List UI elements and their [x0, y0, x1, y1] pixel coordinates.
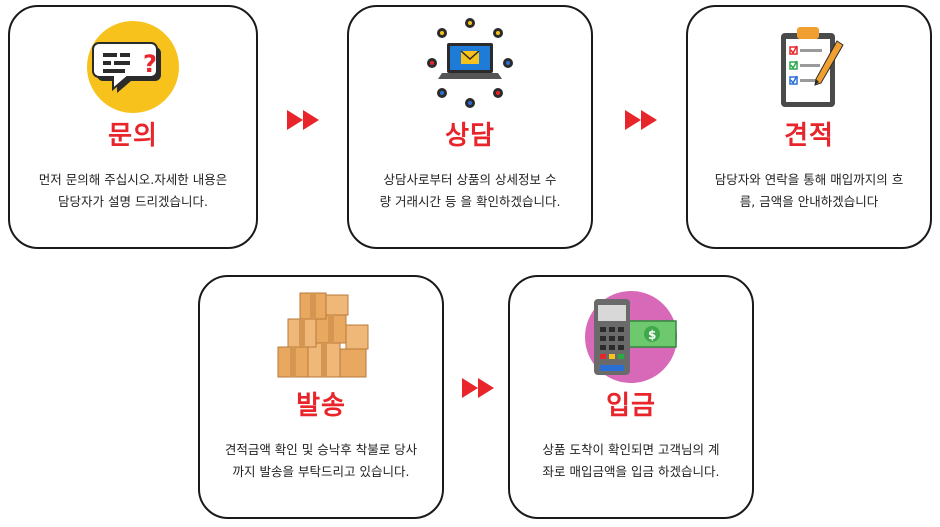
step-desc-line1: 상담사로부터 상품의 상세정보 수 — [383, 172, 557, 187]
step-card-deposit: $ 입금 상품 도착이 확인되면 고객님의 계 좌로 매입금액을 입금 하겠습니… — [508, 275, 754, 519]
step-title: 입금 — [606, 391, 656, 421]
step-desc-line2: 름, 금액을 안내하겠습니다 — [739, 194, 879, 209]
step-desc-line1: 상품 도착이 확인되면 고객님의 계 — [542, 442, 720, 457]
step-card-consultation: 상담 상담사로부터 상품의 상세정보 수 량 거래시간 등 을 확인하겠습니다. — [347, 5, 593, 249]
svg-text:$: $ — [648, 328, 656, 342]
step-desc-line2: 좌로 매입금액을 입금 하겠습니다. — [542, 464, 720, 479]
step-title: 발송 — [296, 391, 346, 421]
step-desc-line2: 담당자가 설명 드리겠습니다. — [58, 194, 208, 209]
payment-terminal-icon: $ — [576, 287, 686, 387]
step-desc-line1: 견적금액 확인 및 승낙후 착불로 당사 — [224, 442, 418, 457]
laptop-mail-icon — [420, 13, 520, 113]
double-arrow-right-icon — [625, 110, 657, 130]
step-desc-line2: 량 거래시간 등 을 확인하겠습니다. — [379, 194, 561, 209]
step-title: 문의 — [108, 121, 158, 151]
step-card-estimate: 견적 담당자와 연락을 통해 매입까지의 흐 름, 금액을 안내하겠습니다 — [686, 5, 932, 249]
double-arrow-right-icon — [462, 378, 494, 398]
step-card-inquiry: ? 문의 먼저 문의해 주십시오.자세한 내용은 담당자가 설명 드리겠습니다. — [8, 5, 258, 249]
svg-text:?: ? — [143, 50, 157, 78]
double-arrow-right-icon — [287, 110, 319, 130]
step-card-shipping: 발송 견적금액 확인 및 승낙후 착불로 당사 까지 발송을 부탁드리고 있습니… — [198, 275, 444, 519]
step-desc-line2: 까지 발송을 부탁드리고 있습니다. — [232, 464, 410, 479]
boxes-icon — [266, 285, 376, 385]
step-title: 상담 — [445, 121, 495, 151]
chat-question-icon: ? — [83, 17, 183, 117]
step-title: 견적 — [784, 121, 834, 151]
step-desc-line1: 담당자와 연락을 통해 매입까지의 흐 — [714, 172, 904, 187]
step-desc-line1: 먼저 문의해 주십시오.자세한 내용은 — [38, 172, 228, 187]
checklist-clipboard-icon — [759, 15, 859, 115]
